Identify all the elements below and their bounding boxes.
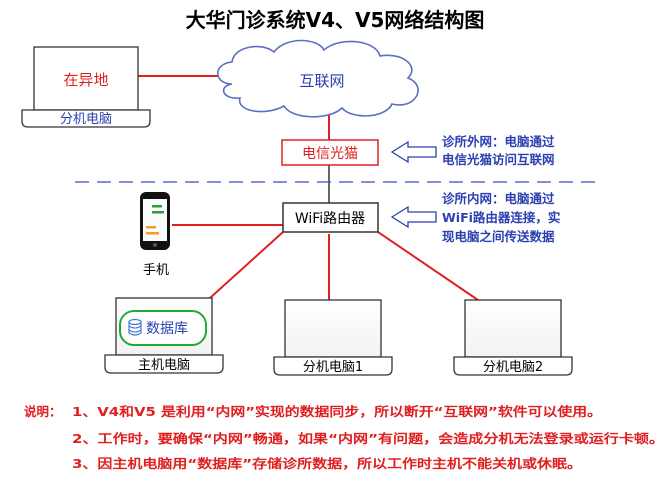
branch-pc-2: 分机电脑2 [453,299,573,376]
branch-pc-1-label: 分机电脑1 [303,360,363,375]
inner-note-line3: 现电脑之间传送数据 [442,229,555,244]
diagram-title: 大华门诊系统V4、V5网络结构图 [186,8,485,32]
outer-note-line1: 诊所外网：电脑通过 [442,134,555,149]
arrow-left-icon [390,140,437,164]
branch-pc-1: 分机电脑1 [273,299,393,376]
router-label: WiFi路由器 [295,211,365,227]
explanation-block: 说明： 1、V4和V5 是利用“内网”实现的数据同步，所以断开“互联网”软件可以… [24,404,664,471]
phone-device: 手机 [140,192,170,278]
inner-network-note: 诊所内网：电脑通过 WiFi路由器连接，实 现电脑之间传送数据 [390,191,560,244]
outer-network-note: 诊所外网：电脑通过 电信光猫访问互联网 [390,134,555,167]
main-pc-label: 主机电脑 [138,358,190,373]
phone-label: 手机 [143,263,169,278]
arrow-left-icon [390,205,437,229]
remote-location-label: 在异地 [63,71,108,89]
explanation-line-3: 3、因主机电脑用“数据库”存储诊所数据，所以工作时主机不能关机或休眠。 [72,456,582,471]
remote-laptop: 在异地 分机电脑 [21,46,151,128]
internet-label: 互联网 [299,72,344,90]
explanation-line-2: 2、工作时，要确保“内网”畅通，如果“内网”有问题，会造成分机无法登录或运行卡顿… [72,431,664,446]
link-router-branch2 [377,231,479,301]
database-badge [119,310,207,346]
inner-note-line1: 诊所内网：电脑通过 [442,191,555,206]
router-box: WiFi路由器 [282,202,379,233]
link-router-mainpc [209,231,284,299]
inner-note-line2: WiFi路由器连接，实 [442,210,560,225]
database-icon [128,318,142,336]
modem-box: 电信光猫 [281,139,379,166]
modem-label: 电信光猫 [302,146,358,162]
internet-cloud: 互联网 [216,39,419,118]
outer-note-line2: 电信光猫访问互联网 [442,152,555,167]
main-pc: 数据库 主机电脑 [104,297,224,374]
explanation-prefix: 说明： [24,404,62,419]
explanation-line-1: 1、V4和V5 是利用“内网”实现的数据同步，所以断开“互联网”软件可以使用。 [72,404,602,419]
remote-laptop-label: 分机电脑 [60,112,112,127]
branch-pc-2-label: 分机电脑2 [483,360,543,375]
database-label: 数据库 [146,321,188,337]
